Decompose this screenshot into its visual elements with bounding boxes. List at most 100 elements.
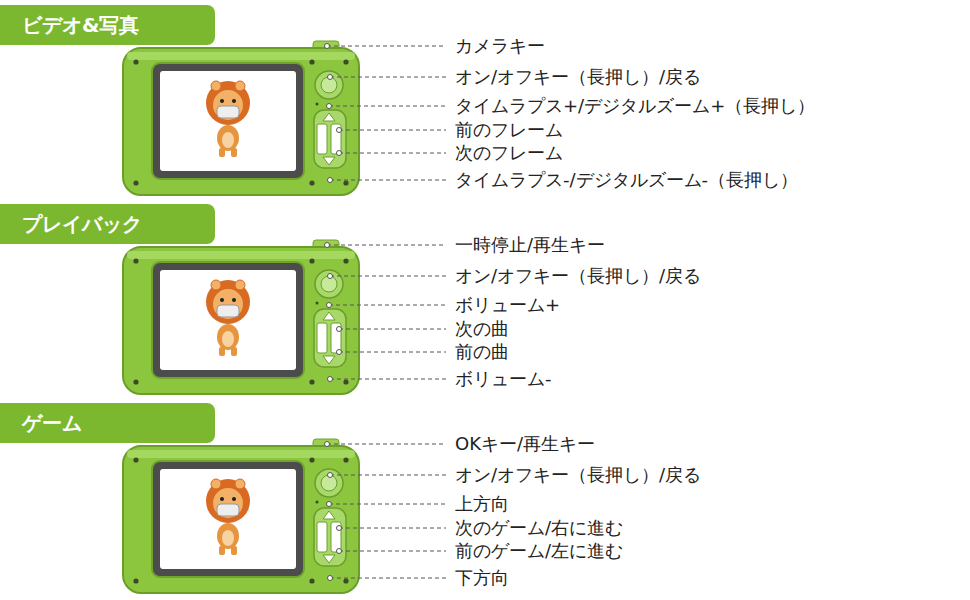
- up-button: [323, 312, 335, 320]
- leader-line: [339, 130, 446, 131]
- lion-eye: [220, 497, 224, 501]
- lion-ear: [211, 280, 221, 290]
- camera: [123, 439, 359, 593]
- down-button: [323, 157, 335, 165]
- screen: [160, 71, 296, 171]
- lion-ear: [235, 479, 245, 489]
- lion-eye: [232, 99, 236, 103]
- lion-ear: [211, 479, 221, 489]
- screw: [133, 379, 138, 384]
- screen-bezel: [152, 262, 304, 378]
- callout-label: 上方向: [455, 493, 509, 515]
- lion-face: [213, 289, 243, 319]
- callout-label: 次のフレーム: [455, 142, 563, 164]
- screw: [343, 578, 348, 583]
- screw: [133, 578, 138, 583]
- leader-line: [330, 379, 446, 380]
- lion-ear: [235, 81, 245, 91]
- left-button: [317, 323, 327, 353]
- leader-line: [330, 475, 446, 476]
- callout-label: 前のゲーム/左に進む: [455, 540, 623, 562]
- lion-eye: [232, 298, 236, 302]
- power-button: [315, 270, 343, 298]
- lion-ear: [235, 280, 245, 290]
- leader-line: [339, 551, 446, 552]
- leader-dot: [328, 576, 333, 581]
- lion-leg: [219, 546, 225, 555]
- callout-label: 次のゲーム/右に進む: [455, 517, 623, 539]
- d-pad: [314, 508, 346, 566]
- d-pad: [314, 309, 346, 367]
- callout-label: オン/オフキー（長押し）/戻る: [455, 464, 701, 486]
- callout-label: 下方向: [455, 567, 509, 589]
- lion-mask: [217, 305, 239, 317]
- section-title: プレイバック: [22, 211, 142, 238]
- section-tab: ビデオ&写真: [0, 5, 215, 45]
- leader-dot: [328, 75, 333, 80]
- lion-body: [217, 324, 239, 350]
- section-tab: プレイバック: [0, 204, 215, 244]
- leader-line: [339, 528, 446, 529]
- leader-dot: [328, 178, 333, 183]
- callout-label: 前のフレーム: [455, 119, 563, 141]
- leader-line: [339, 329, 446, 330]
- right-button: [331, 522, 341, 552]
- screw: [343, 457, 348, 462]
- lion-leg: [231, 546, 237, 555]
- lion-mane: [206, 280, 250, 324]
- lion-eye: [232, 497, 236, 501]
- indicator: [316, 501, 319, 504]
- callout-label: タイムラプス-/デジタルズーム-（長押し）: [455, 169, 798, 191]
- leader-line: [339, 153, 446, 154]
- lion-face: [213, 90, 243, 120]
- up-button: [323, 113, 335, 121]
- down-button: [323, 555, 335, 563]
- leader-dot: [337, 151, 342, 156]
- callout-label: OKキー/再生キー: [455, 433, 595, 455]
- screw: [309, 59, 314, 64]
- d-pad: [314, 110, 346, 168]
- screw: [343, 180, 348, 185]
- leader-dot: [325, 243, 330, 248]
- callout-label: オン/オフキー（長押し）/戻る: [455, 265, 701, 287]
- camera: [123, 240, 359, 394]
- lion-belly: [222, 331, 234, 347]
- leader-dot: [337, 526, 342, 531]
- leader-dot: [337, 350, 342, 355]
- leader-dot: [327, 104, 332, 109]
- leader-line: [339, 352, 446, 353]
- lion-mask: [217, 106, 239, 118]
- leader-line: [329, 305, 446, 306]
- lion-mask: [217, 504, 239, 516]
- section-title: ゲーム: [22, 410, 82, 437]
- screw: [309, 379, 314, 384]
- lion-eye: [220, 298, 224, 302]
- down-button: [323, 356, 335, 364]
- callout-label: 前の曲: [455, 341, 509, 363]
- section-tab: ゲーム: [0, 403, 215, 443]
- screw: [343, 59, 348, 64]
- body-highlight: [127, 251, 355, 259]
- screen: [160, 270, 296, 370]
- screw: [133, 180, 138, 185]
- lion-belly: [222, 132, 234, 148]
- left-button: [317, 124, 327, 154]
- leader-dot: [328, 473, 333, 478]
- right-button: [331, 124, 341, 154]
- lion-leg: [231, 347, 237, 356]
- leader-line: [330, 180, 446, 181]
- lion-eye: [220, 99, 224, 103]
- screw: [309, 457, 314, 462]
- leader-line: [327, 444, 446, 445]
- screw: [309, 180, 314, 185]
- callout-label: オン/オフキー（長押し）/戻る: [455, 66, 701, 88]
- callout-label: 次の曲: [455, 318, 509, 340]
- screw: [309, 578, 314, 583]
- leader-line: [329, 504, 446, 505]
- leader-line: [330, 276, 446, 277]
- callout-label: タイムラプス+/デジタルズーム+（長押し）: [455, 95, 815, 117]
- leader-dot: [337, 327, 342, 332]
- screw: [133, 258, 138, 263]
- lion-mane: [206, 479, 250, 523]
- camera-body: [123, 446, 359, 593]
